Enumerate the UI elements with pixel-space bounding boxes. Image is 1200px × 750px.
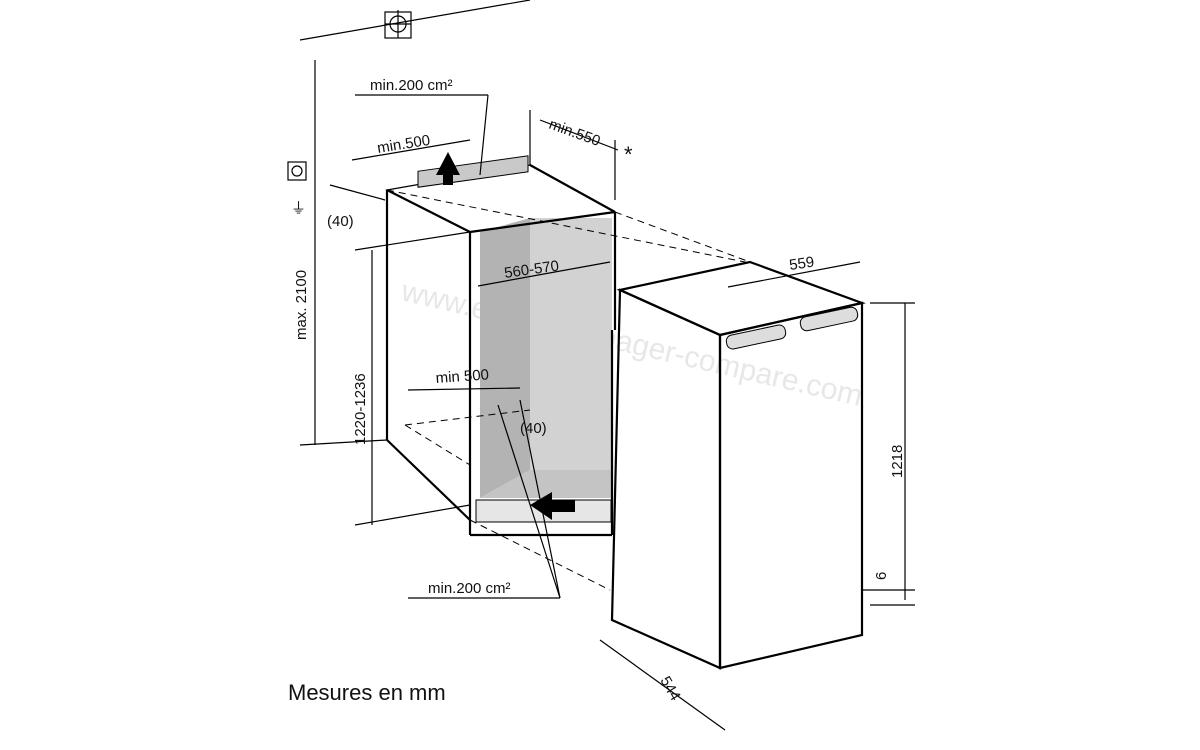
niche: [385, 152, 617, 537]
units-caption: Mesures en mm: [288, 680, 446, 705]
max-height-label: max. 2100: [293, 270, 310, 340]
bottom-offset-label: (40): [520, 420, 547, 437]
top-depth-label: min.500: [376, 132, 431, 157]
top-offset-label: (40): [327, 213, 354, 230]
niche-height-label: 1220-1236: [352, 373, 369, 445]
height-label: 1218: [889, 445, 906, 478]
airflow-up-arrow: [436, 152, 460, 185]
depth-label: 544: [657, 674, 684, 704]
plug-icon: ⏚: [291, 200, 306, 217]
control-panel: [725, 306, 859, 350]
back-gap-label: min.550: [547, 116, 603, 150]
top-vent-label: min.200 cm²: [370, 77, 453, 94]
socket-icon: [287, 161, 307, 181]
plinth-label: 6: [873, 572, 890, 580]
airflow-in-arrow: [530, 492, 575, 520]
appliance: [599, 260, 915, 731]
bottom-vent-label: min.200 cm²: [428, 580, 511, 597]
back-gap-note: *: [624, 142, 633, 167]
dimensions: ⏚: [287, 0, 761, 599]
depth-bottom-label: min 500: [435, 366, 489, 387]
width-label: 559: [788, 254, 815, 274]
top-vent-grille: [417, 155, 529, 188]
